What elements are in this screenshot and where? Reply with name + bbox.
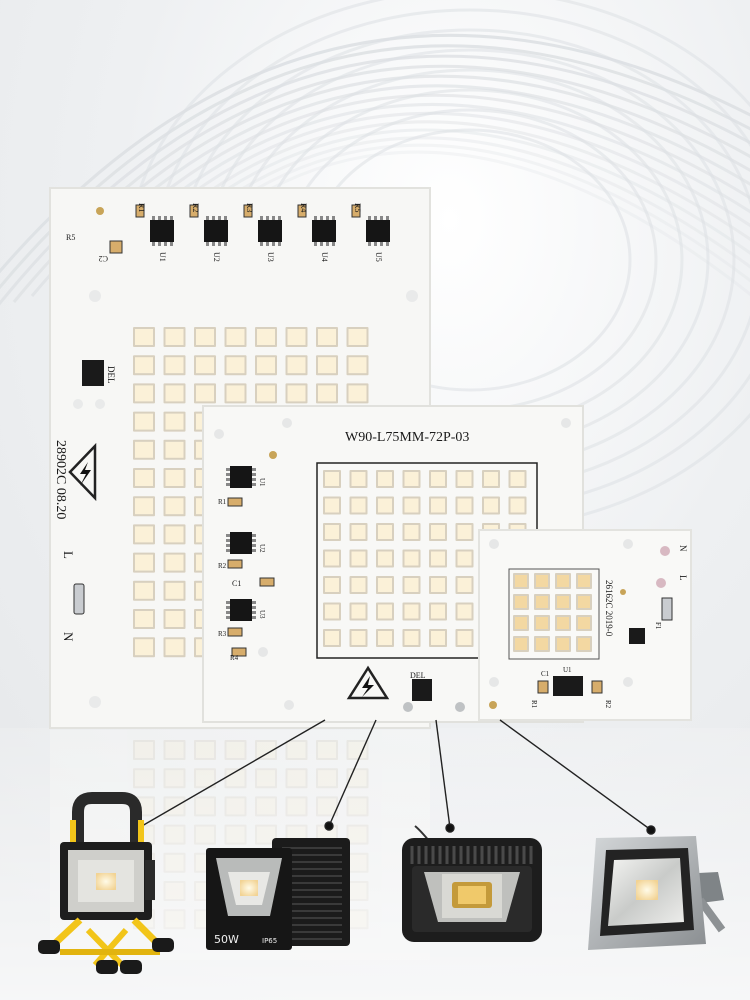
bridge-rectifier: [412, 679, 432, 701]
large-board-resistor-label: R1: [137, 203, 146, 212]
large-board-part-label: U2: [212, 252, 221, 262]
medium-board-del-label: DEL: [410, 671, 426, 680]
fuse: [73, 583, 85, 615]
bridge-rectifier: [82, 360, 104, 386]
driver-chip: [230, 532, 252, 554]
medium-board-part-label: U1: [258, 478, 266, 487]
driver-chip: [366, 220, 390, 242]
small-board-l-terminal: L: [678, 575, 688, 581]
led-chip-icon: [96, 873, 116, 890]
led-chip-icon: [636, 880, 658, 900]
medium-board-part-label: U2: [258, 544, 266, 553]
grille-flood-light: [402, 825, 542, 942]
medium-board-resistor-label: R3: [218, 630, 227, 638]
driver-chip: [553, 676, 583, 696]
small-board-r1: R1: [530, 700, 538, 709]
small-board-n-terminal: N: [678, 545, 688, 552]
large-board-c2: C2: [99, 254, 108, 263]
large-board-n-terminal: N: [61, 632, 76, 642]
driver-chip: [258, 220, 282, 242]
medium-board-part-label: U3: [258, 610, 266, 619]
driver-chip: [204, 220, 228, 242]
solder-point: [96, 207, 104, 215]
large-board-r5: R5: [66, 233, 75, 242]
large-board-code: 28902C 08.20: [53, 440, 68, 519]
medium-board-resistor-label: R1: [218, 498, 227, 506]
large-board-resistor-label: R2: [191, 203, 200, 212]
large-board-resistor-label: R3: [245, 203, 254, 212]
small-led-board: [478, 529, 692, 721]
large-board-l-terminal: L: [61, 551, 76, 559]
grey-flood-light: [588, 836, 726, 950]
wattage-label: 50W: [214, 933, 239, 946]
small-board-c1: C1: [541, 670, 550, 678]
large-board-part-label: U5: [374, 252, 383, 262]
large-board-part-label: U3: [266, 252, 275, 262]
high-voltage-warning-icon: [346, 665, 390, 700]
portable-work-light: [38, 792, 174, 974]
medium-board-resistor-label: R4: [230, 654, 239, 662]
small-board-r2: R2: [604, 700, 612, 709]
driver-chip: [230, 466, 252, 488]
large-board-del-label: DEL: [106, 366, 116, 384]
driver-chip: [230, 599, 252, 621]
small-board-code: 26162C 2019-0: [604, 580, 614, 637]
ip-rating-label: IP65: [262, 937, 277, 945]
medium-board-resistor-label: R2: [218, 562, 227, 570]
callout-lines: [130, 719, 656, 835]
led-chip-icon: [240, 880, 258, 896]
small-board-u1: U1: [563, 666, 572, 674]
driver-chip: [150, 220, 174, 242]
medium-board-title: W90-L75MM-72P-03: [345, 430, 469, 445]
large-board-part-label: U1: [158, 252, 167, 262]
driver-chip: [312, 220, 336, 242]
large-board-resistor-label: R5: [353, 203, 362, 212]
large-board-part-label: U4: [320, 252, 329, 262]
high-voltage-warning-icon: [68, 442, 97, 502]
small-board-f1: F1: [654, 622, 662, 630]
slim-flood-light: 50W IP65: [206, 838, 350, 950]
large-board-resistor-label: R4: [299, 203, 308, 212]
led-chip-icon: [458, 886, 486, 904]
medium-board-c1: C1: [232, 579, 241, 588]
